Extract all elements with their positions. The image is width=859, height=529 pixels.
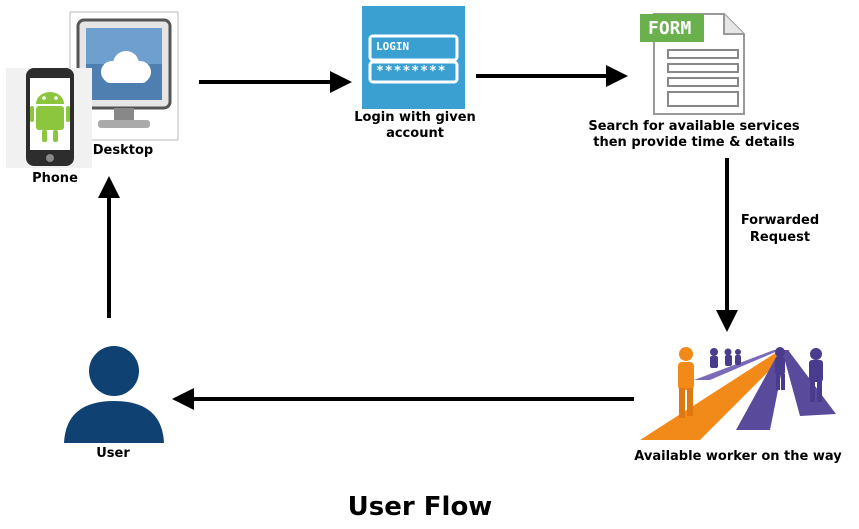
diagram-title: User Flow — [347, 492, 493, 522]
form-tag-text: FORM — [648, 18, 692, 39]
worker-node — [640, 340, 840, 445]
desktop-monitor-icon — [69, 11, 179, 141]
user-label: User — [96, 446, 130, 461]
forwarded-label-line2: Request — [749, 230, 811, 245]
login-form-icon — [362, 6, 465, 109]
desktop-node — [69, 11, 179, 141]
forwarded-label-line1: Forwarded — [740, 213, 820, 228]
login-password-text: ******** — [376, 64, 447, 79]
form-label-line1: Search for available services — [588, 119, 800, 134]
phone-label: Phone — [32, 171, 78, 186]
form-document-icon — [640, 13, 745, 115]
form-label-line2: then provide time & details — [593, 135, 795, 150]
arrow-form-to-worker — [716, 158, 738, 332]
form-node: FORM — [640, 8, 746, 116]
user-silhouette-icon — [64, 346, 164, 443]
user-node — [62, 343, 166, 445]
login-username-text: LOGIN — [376, 40, 410, 53]
login-label-line1: Login with given — [354, 110, 476, 125]
arrow-user-to-phone — [98, 176, 120, 318]
login-label-line2: account — [386, 126, 444, 141]
arrow-login-to-form — [476, 65, 628, 87]
worker-label: Available worker on the way — [634, 449, 842, 464]
login-node: LOGIN ******** — [362, 6, 465, 109]
workers-on-road-icon — [640, 347, 836, 440]
phone-node — [6, 68, 92, 168]
arrow-worker-to-user — [172, 388, 634, 410]
arrow-desktop-to-login — [199, 71, 352, 93]
desktop-label: Desktop — [92, 143, 154, 158]
android-phone-icon — [6, 68, 92, 168]
